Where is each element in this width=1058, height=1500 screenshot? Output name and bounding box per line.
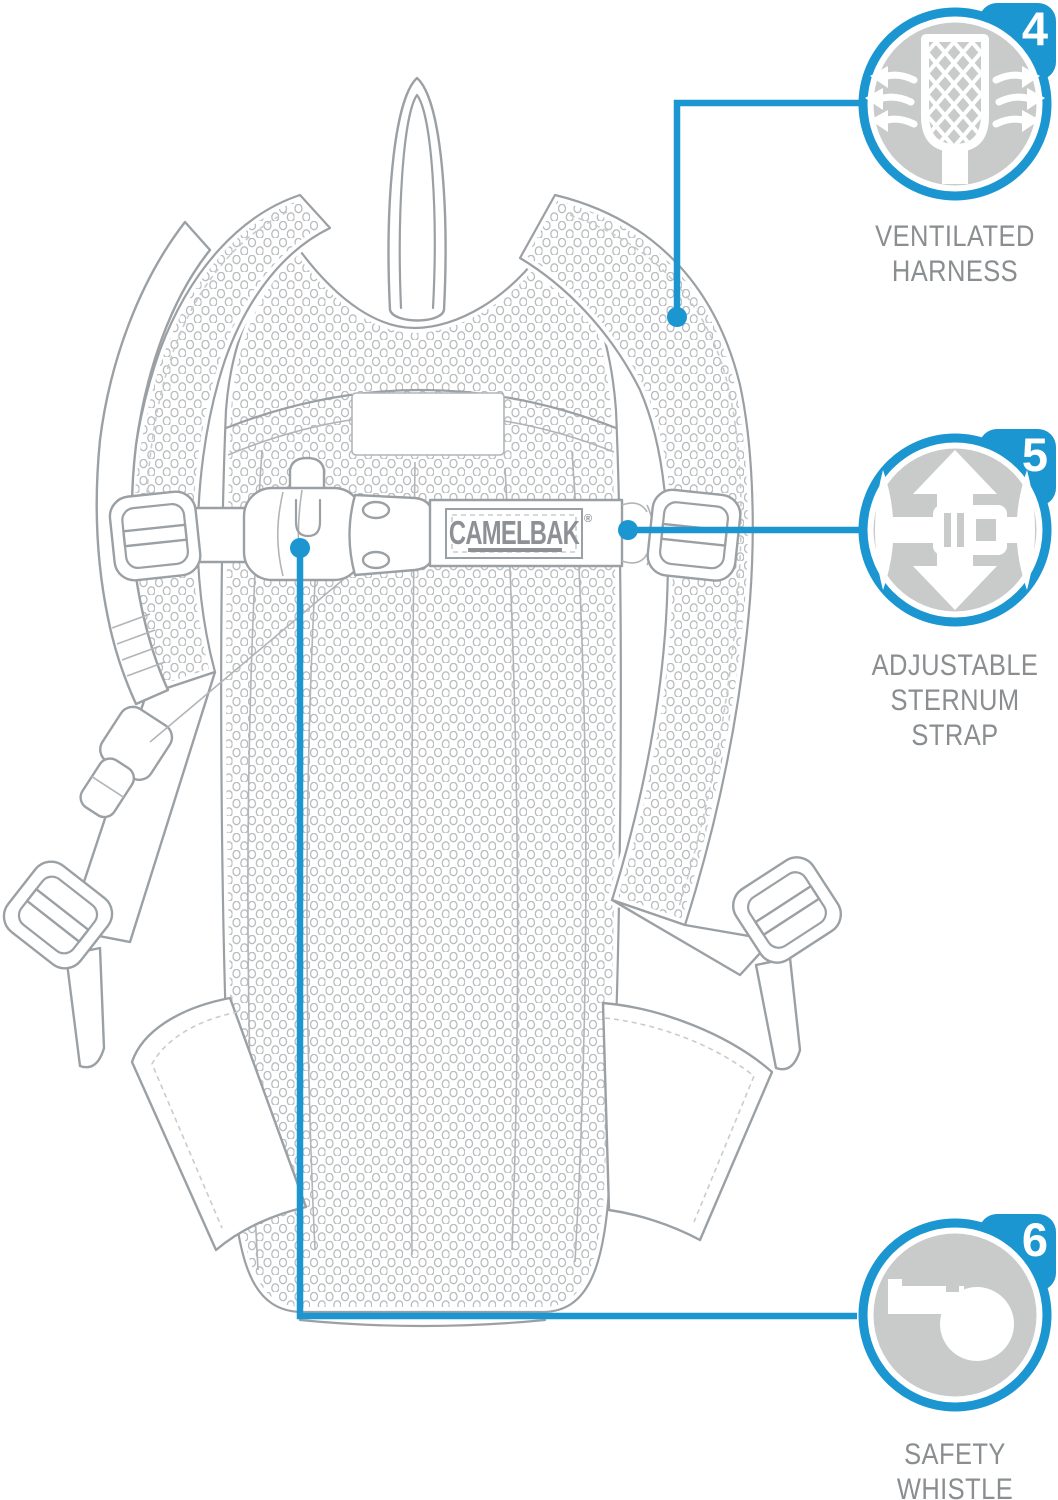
sternum-right-ladder-buckle <box>646 488 742 582</box>
callout-label-line: ADJUSTABLE <box>871 649 1039 682</box>
callout-dot-6 <box>290 538 310 558</box>
callout-number-5: 5 <box>1022 428 1048 481</box>
back-panel-blank-patch <box>351 392 505 456</box>
callout-6-safety-whistle: 6 <box>858 1213 1056 1412</box>
callout-label-line: HARNESS <box>891 255 1019 288</box>
carry-handle-loop <box>387 76 447 322</box>
camelbak-logo-patch: CAMELBAK ® <box>445 508 592 559</box>
sternum-buckle-clip <box>348 493 434 577</box>
registered-trademark-symbol: ® <box>584 513 592 525</box>
drink-tube <box>79 220 346 819</box>
adjustable-sternum-strap-icon <box>875 450 1035 610</box>
callout-line-4 <box>673 99 859 317</box>
bite-valve <box>79 705 174 819</box>
callout-label-line: STERNUM <box>890 684 1020 717</box>
camelbak-logo-text: CAMELBAK <box>449 515 580 552</box>
callout-label-line: WHISTLE <box>896 1473 1014 1500</box>
callout-label-line: STRAP <box>911 719 999 752</box>
callout-4-ventilated-harness: 4 <box>858 2 1056 201</box>
callout-connectors <box>290 99 859 1320</box>
sternum-strap: CAMELBAK ® <box>108 456 742 582</box>
callout-number-4: 4 <box>1022 2 1048 55</box>
callout-dot-4 <box>667 307 687 327</box>
side-wing-left <box>130 996 308 1252</box>
safety-whistle-icon <box>888 1279 1014 1361</box>
callout-label-ventilated-harness: VENTILATED HARNESS <box>819 219 1058 289</box>
callout-label-adjustable-sternum-strap: ADJUSTABLE STERNUM STRAP <box>819 648 1058 753</box>
ventilated-harness-icon <box>865 34 1045 184</box>
sternum-left-ladder-buckle <box>108 490 202 582</box>
left-ladder-buckle <box>2 860 114 970</box>
callout-number-6: 6 <box>1022 1213 1048 1266</box>
right-ladder-buckle <box>732 856 842 964</box>
callout-label-line: SAFETY <box>904 1438 1006 1471</box>
callout-dot-5 <box>618 520 638 540</box>
callout-label-line: VENTILATED <box>875 220 1035 253</box>
side-wing-right <box>601 1001 774 1242</box>
callout-label-safety-whistle: SAFETY WHISTLE <box>819 1437 1058 1500</box>
whistle-buckle-tab <box>288 456 326 497</box>
callout-5-adjustable-sternum-strap: 5 <box>858 428 1056 627</box>
shoulder-strap-right <box>515 190 842 1071</box>
callout-line-6 <box>296 548 857 1320</box>
backpack-line-art: CAMELBAK ® <box>2 76 842 1328</box>
